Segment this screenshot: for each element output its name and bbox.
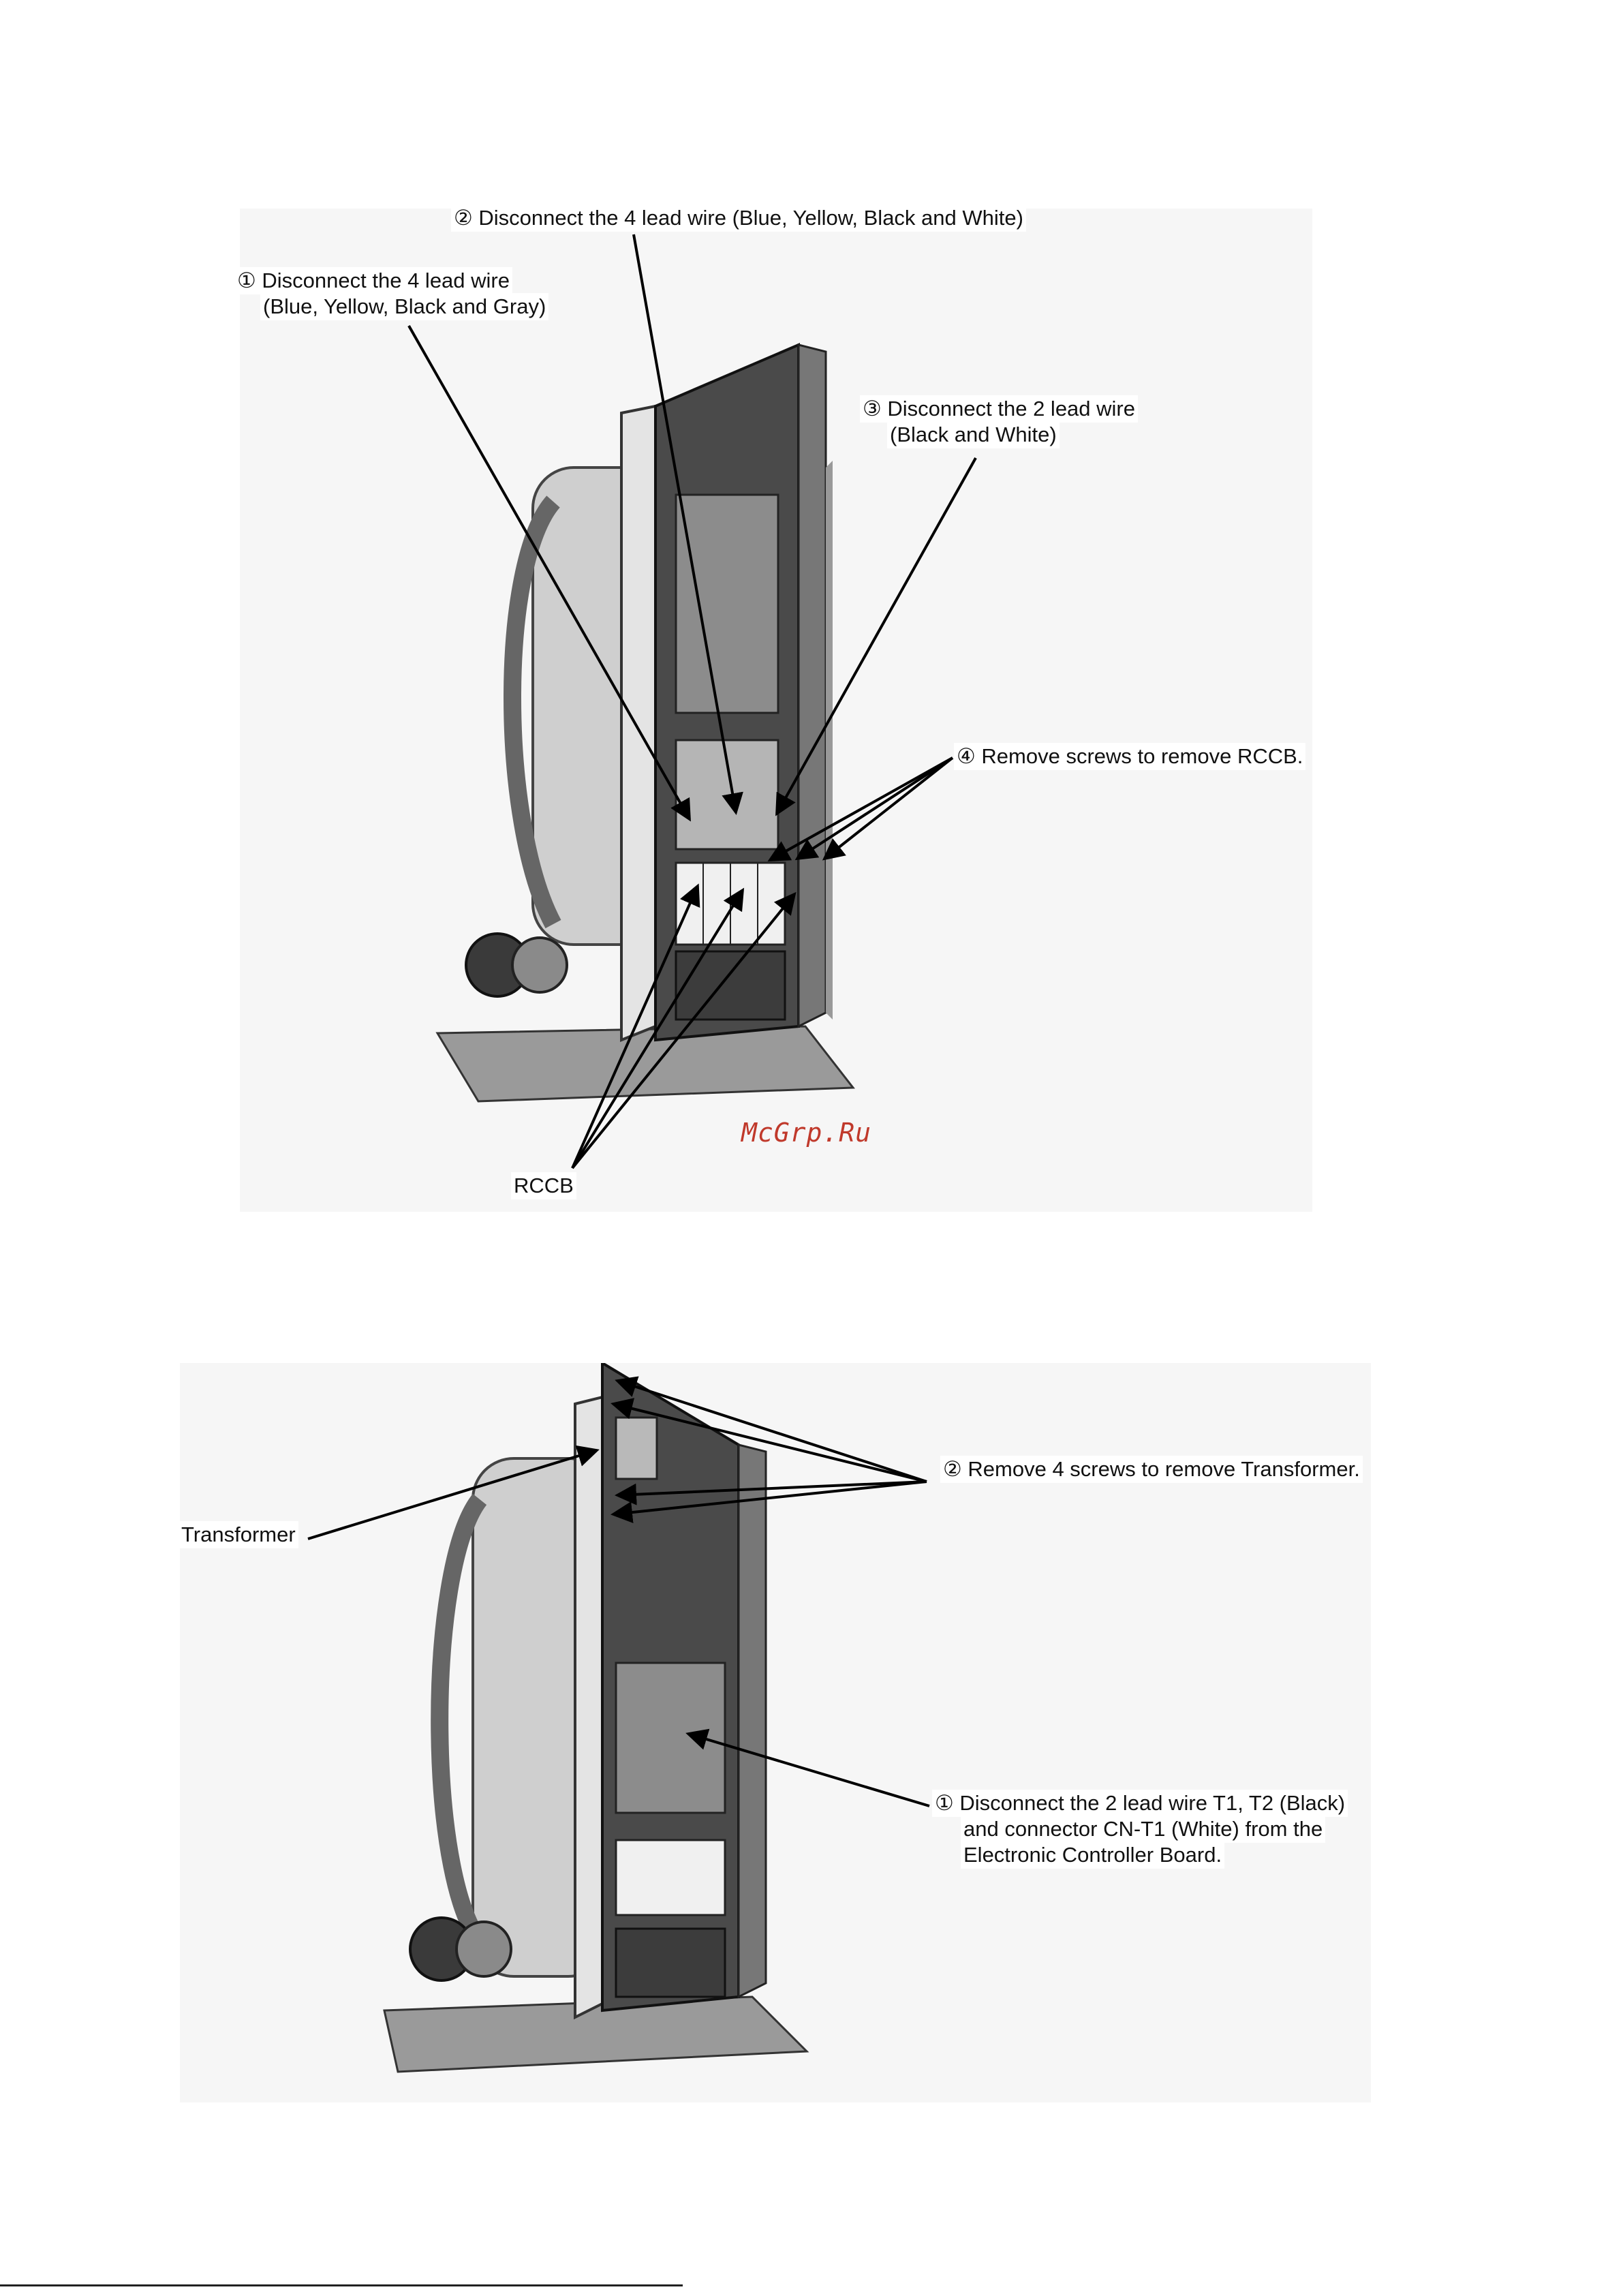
leader-1 [407,325,691,822]
leader-3 [775,457,977,816]
board-leader [685,1728,930,1807]
leader-4c [822,756,954,861]
leader-2 [632,234,743,815]
leader-4a [767,756,953,861]
label-disconnect-4-lead-gray-line2: (Blue, Yellow, Black and Gray) [260,293,549,320]
footer-rule [0,2284,683,2286]
label-disconnect-2-lead-line1: ③ Disconnect the 2 lead wire [860,395,1138,423]
leader-4b [794,756,954,861]
figure-1-photo [240,209,1312,1212]
screw-leader-b [610,1398,927,1483]
figure-2-photo [180,1360,1371,2102]
transformer-leader [307,1445,600,1540]
label-rccb: RCCB [511,1172,576,1199]
label-remove-4-screws: ② Remove 4 screws to remove Transformer. [940,1456,1363,1483]
label-transformer: Transformer [179,1521,298,1548]
screw-leader-c [615,1480,927,1505]
label-disconnect-t1-t2-line3: Electronic Controller Board. [961,1841,1225,1869]
label-disconnect-2-lead-line2: (Black and White) [887,421,1060,448]
indoor-unit-illustration-1 [435,342,855,1103]
rccb-leader-a [571,883,700,1169]
rccb-leader-b [571,887,745,1169]
watermark: McGrp.Ru [741,1118,872,1148]
label-disconnect-4-lead-white: ② Disconnect the 4 lead wire (Blue, Yell… [451,204,1026,232]
screw-leader-d [610,1480,927,1524]
label-remove-rccb: ④ Remove screws to remove RCCB. [954,743,1306,770]
indoor-unit-illustration-2 [383,1360,809,2073]
label-disconnect-4-lead-gray-line1: ① Disconnect the 4 lead wire [234,267,512,294]
label-disconnect-t1-t2-line2: and connector CN-T1 (White) from the [961,1816,1326,1843]
screw-leader-a [615,1376,927,1483]
label-disconnect-t1-t2-line1: ① Disconnect the 2 lead wire T1, T2 (Bla… [932,1790,1348,1817]
rccb-leader-c [571,891,797,1169]
